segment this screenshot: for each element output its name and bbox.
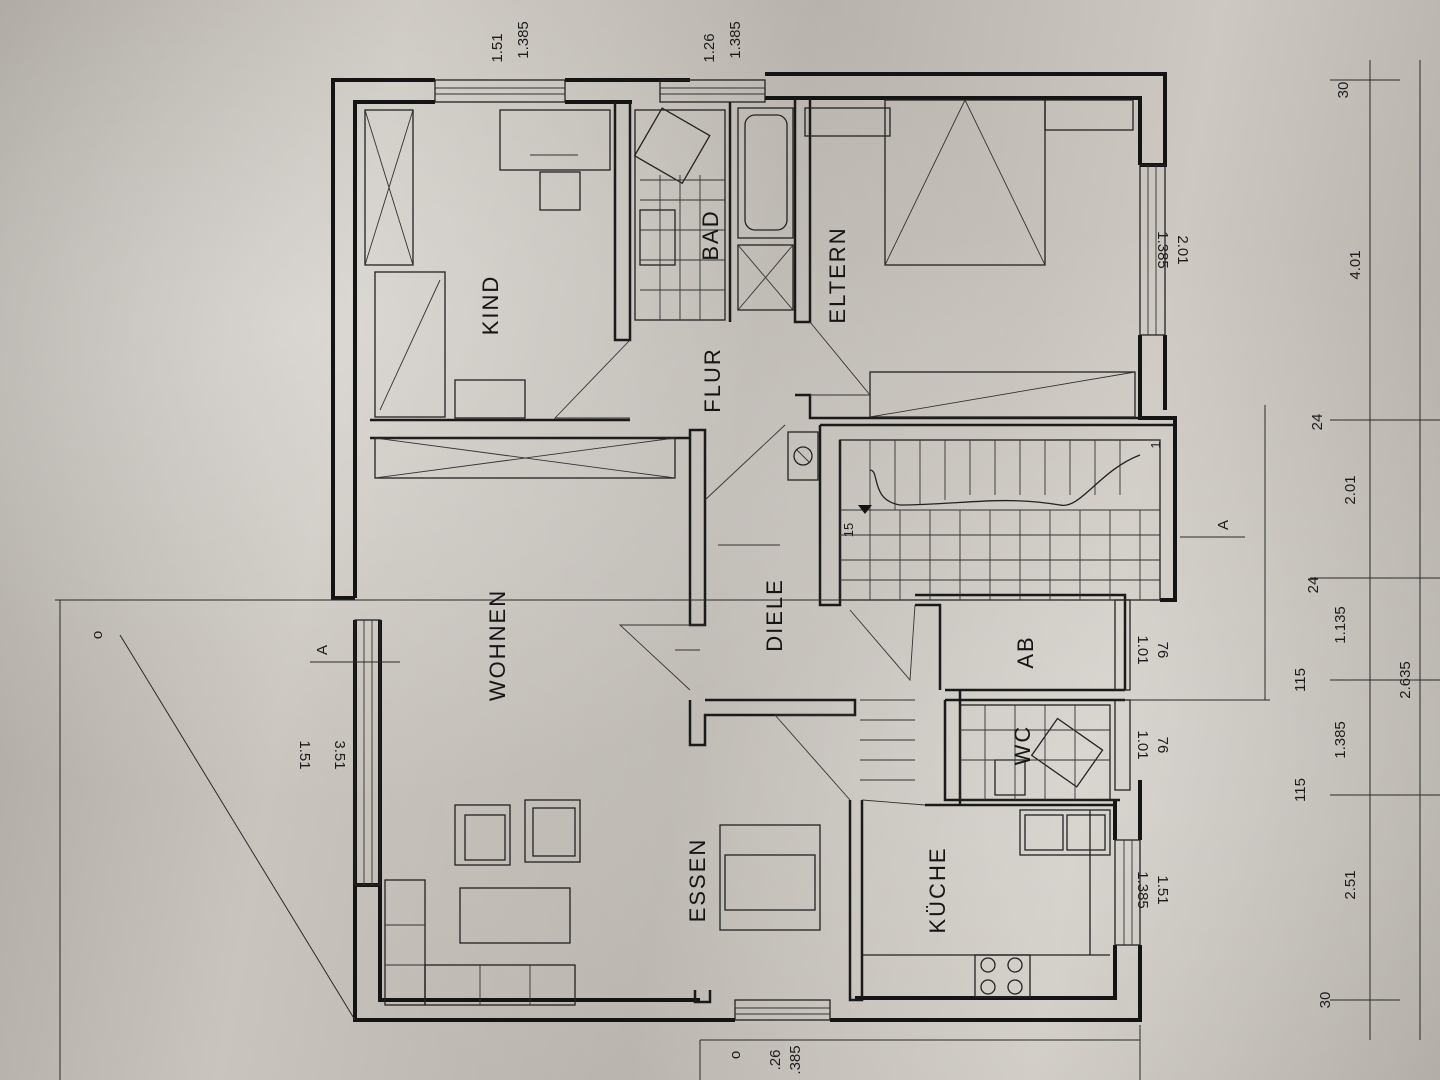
markers: A A 15 1 o o — [89, 441, 1232, 1059]
room-label-bad: BAD — [698, 209, 723, 260]
dim-eltern-height: 1.385 — [1154, 231, 1171, 269]
outer-dimension-labels: 30 4.01 24 2.01 24 1.135 115 1.385 115 2… — [1292, 82, 1414, 1009]
kind-furniture — [364, 109, 611, 419]
windows — [354, 79, 1166, 1021]
dim-eltern-width: 2.01 — [1174, 235, 1191, 264]
window-dimension-labels: 1.51 1.385 1.26 1.385 2.01 1.385 3.51 1.… — [296, 21, 1191, 1074]
dim-wc-width: 76 — [1154, 737, 1171, 754]
room-label-eltern: ELTERN — [825, 226, 850, 323]
room-label-wc: WC — [1010, 725, 1035, 766]
dim-kind-width: 1.51 — [489, 33, 506, 62]
dimension-lines — [55, 60, 1440, 1080]
chain-dim-6: 1.135 — [1332, 606, 1349, 644]
service-furniture — [862, 704, 1111, 998]
chain-dim-8: 1.385 — [1332, 721, 1349, 759]
dim-kueche-width: 1.51 — [1154, 875, 1171, 904]
circle-marker-bottom: o — [727, 1051, 744, 1059]
stair-step-count: 15 — [841, 523, 856, 537]
interior-walls — [370, 98, 1175, 1004]
room-label-diele: DIELE — [762, 578, 787, 652]
chain-dim-7: 115 — [1292, 668, 1309, 692]
chain-dim-3: 24 — [1309, 414, 1326, 431]
dim-wc-height: 1.01 — [1134, 730, 1151, 759]
chain-dim-5: 24 — [1305, 577, 1322, 594]
bad-furniture — [633, 107, 794, 321]
chain-dim-2: 4.01 — [1347, 250, 1364, 279]
room-label-kueche: KÜCHE — [925, 846, 950, 933]
dim-wohnen-height: 1.51 — [296, 740, 313, 769]
dim-essen-height: .385 — [787, 1045, 804, 1074]
chain-dim-total: 2.635 — [1397, 661, 1414, 699]
door-swings — [553, 321, 926, 806]
room-label-essen: ESSEN — [685, 838, 710, 923]
dim-wohnen-width: 3.51 — [331, 740, 348, 769]
dim-ab-width: 76 — [1154, 642, 1171, 659]
chain-dim-4: 2.01 — [1342, 475, 1359, 504]
dim-bad-height: 1.385 — [727, 21, 744, 59]
eltern-furniture — [804, 99, 1136, 418]
room-labels: KIND BAD FLUR ELTERN WOHNEN DIELE AB WC … — [478, 209, 1038, 933]
dim-ab-height: 1.01 — [1134, 635, 1151, 664]
stairs — [787, 431, 1161, 601]
outer-walls — [331, 72, 1177, 1022]
section-marker-left: A — [314, 645, 331, 655]
dim-kind-height: 1.385 — [515, 21, 532, 59]
stair-top-step: 1 — [1148, 441, 1163, 448]
section-marker-right: A — [1215, 520, 1232, 530]
room-label-ab: AB — [1013, 635, 1038, 668]
room-label-wohnen: WOHNEN — [485, 589, 510, 701]
wohnen-furniture — [374, 437, 821, 1006]
dim-bad-width: 1.26 — [701, 33, 718, 62]
chain-dim-11: 30 — [1317, 992, 1334, 1009]
dim-kueche-height: 1.385 — [1134, 871, 1151, 909]
room-label-kind: KIND — [478, 275, 503, 336]
circle-marker-left: o — [89, 631, 106, 639]
chain-dim-9: 115 — [1292, 778, 1309, 802]
room-label-flur: FLUR — [700, 347, 725, 412]
dim-essen-width: .26 — [767, 1050, 784, 1071]
chain-dim-10: 2.51 — [1342, 870, 1359, 899]
chain-dim-1: 30 — [1335, 82, 1352, 99]
